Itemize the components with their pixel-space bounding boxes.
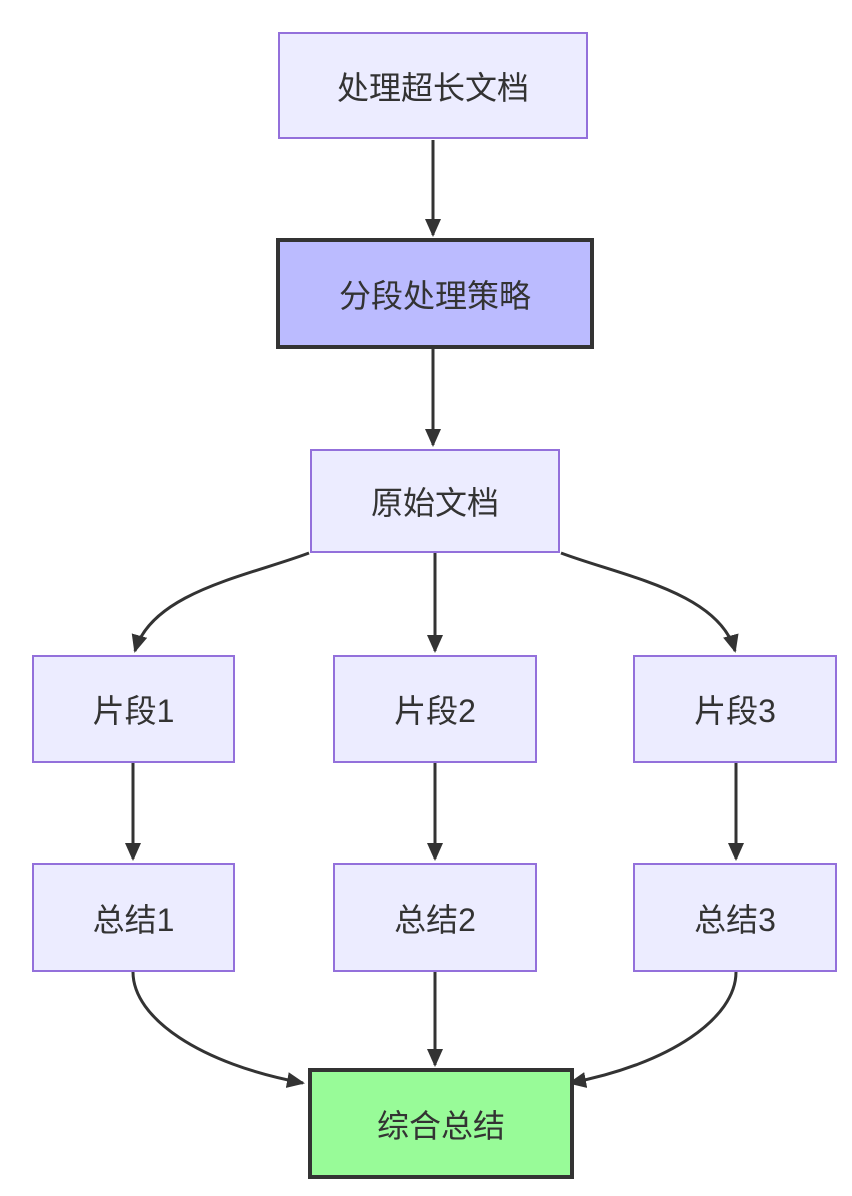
node-fragment1: 片段1 — [32, 655, 235, 763]
node-summary3-label: 总结3 — [694, 901, 776, 938]
edge-summary3-to-final — [568, 971, 738, 1088]
node-summary1-label: 总结1 — [92, 901, 175, 938]
node-summary2: 总结2 — [333, 863, 537, 972]
edge-original-to-fragment3 — [560, 551, 739, 653]
node-final-summary: 综合总结 — [308, 1068, 574, 1179]
node-fragment3-label: 片段3 — [694, 693, 776, 729]
node-fragment2-label: 片段2 — [394, 693, 476, 729]
node-fragment2: 片段2 — [333, 655, 537, 763]
edge-summary1-to-final — [131, 971, 305, 1088]
node-summary1: 总结1 — [32, 863, 235, 972]
edge-original-to-fragment1 — [131, 551, 310, 653]
node-summary3: 总结3 — [633, 863, 837, 972]
node-final-summary-label: 综合总结 — [376, 1107, 505, 1144]
node-segment-strategy-label: 分段处理策略 — [338, 277, 531, 314]
node-summary2-label: 总结2 — [394, 901, 476, 938]
node-fragment1-label: 片段1 — [92, 693, 175, 729]
node-segment-strategy: 分段处理策略 — [276, 238, 594, 349]
node-process-long-doc: 处理超长文档 — [278, 32, 588, 139]
node-original-doc-label: 原始文档 — [370, 485, 499, 521]
node-fragment3: 片段3 — [633, 655, 837, 763]
node-process-long-doc-label: 处理超长文档 — [336, 69, 529, 106]
node-original-doc: 原始文档 — [310, 449, 560, 553]
